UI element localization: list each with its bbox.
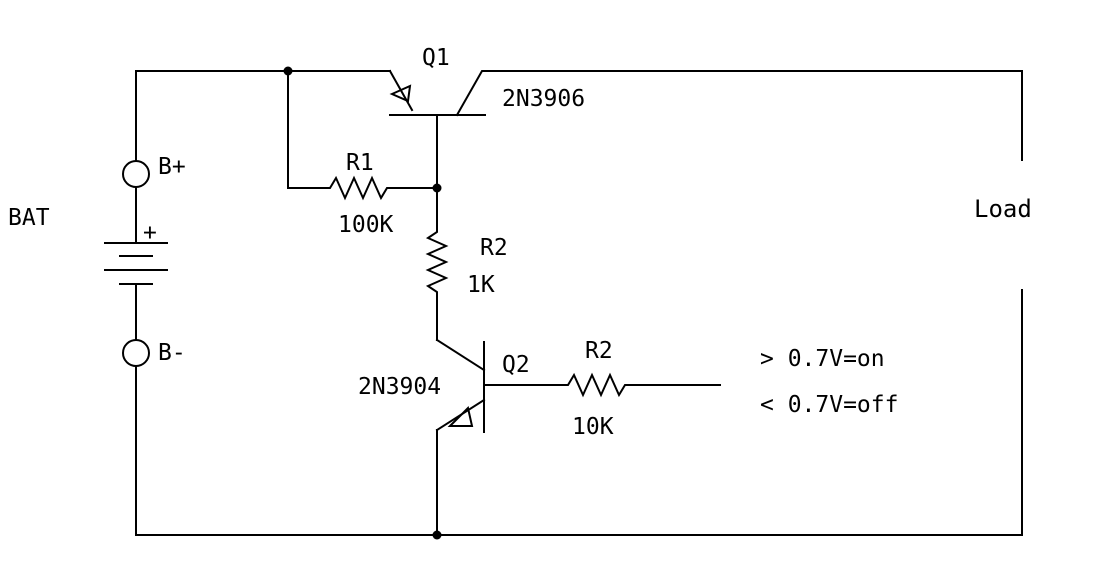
bottom-wire — [135, 289, 1023, 536]
r2-base-value: 10K — [572, 414, 614, 440]
battery-negative-label: B- — [158, 340, 186, 366]
junction-dot-mid — [432, 183, 442, 193]
r2-collector-designator: R2 — [480, 235, 508, 261]
q2-designator: Q2 — [502, 352, 530, 378]
battery-negative-terminal — [122, 339, 150, 367]
battery-symbol — [104, 186, 168, 341]
r2-collector-resistor — [425, 187, 449, 341]
battery-positive-terminal — [122, 160, 150, 188]
control-off-text: < 0.7V=off — [760, 392, 898, 418]
r1-designator: R1 — [346, 150, 374, 176]
junction-dot-bottom — [432, 530, 442, 540]
battery-plus-sign: + — [143, 220, 157, 246]
top-wire — [135, 70, 391, 161]
r2-base-designator: R2 — [585, 338, 613, 364]
battery-positive-label: B+ — [158, 154, 186, 180]
r2-base-resistor — [483, 372, 721, 398]
battery-label: BAT — [8, 205, 50, 231]
control-on-text: > 0.7V=on — [760, 346, 885, 372]
r2-collector-value: 1K — [467, 272, 495, 298]
load-label: Load — [974, 195, 1032, 223]
r1-resistor — [287, 175, 438, 201]
q2-transistor-symbol — [435, 338, 486, 536]
q2-part-number: 2N3904 — [358, 374, 441, 400]
r1-value: 100K — [338, 212, 394, 238]
q1-transistor-symbol — [388, 69, 486, 189]
q1-collector-to-load-wire — [455, 70, 1023, 161]
junction-dot-top — [283, 66, 293, 76]
q1-part-number: 2N3906 — [502, 86, 585, 112]
q1-designator: Q1 — [422, 45, 450, 71]
